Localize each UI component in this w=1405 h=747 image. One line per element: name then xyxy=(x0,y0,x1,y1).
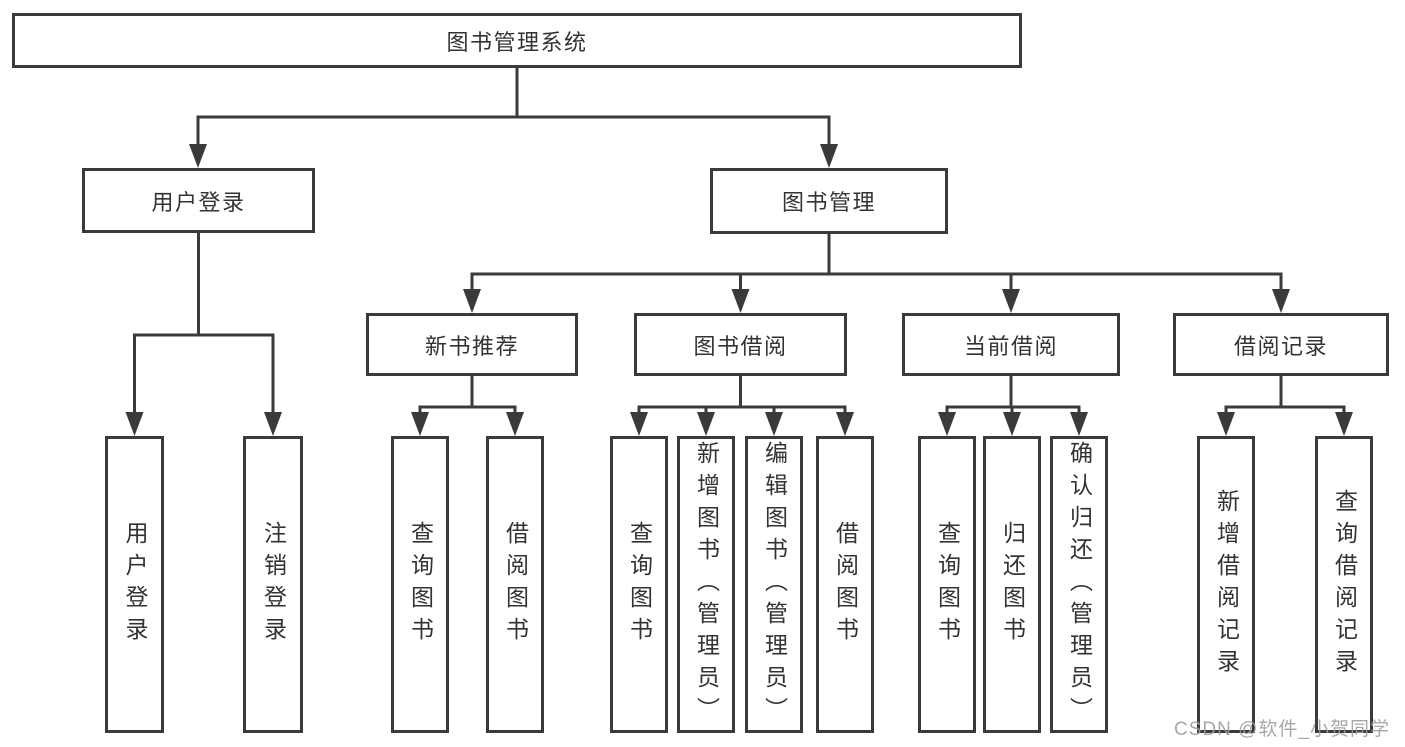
leaf-query-borrow-record: 查询借阅记录 xyxy=(1315,436,1373,733)
leaf-user-login: 用户登录 xyxy=(105,436,164,733)
leaf-add-borrow-record-label: 新增借阅记录 xyxy=(1213,488,1240,681)
leaf-borrow-books-label: 借阅图书 xyxy=(832,520,859,649)
leaf-add-books-admin: 新增图书（管理员） xyxy=(677,436,735,733)
leaf-edit-books-admin: 编辑图书（管理员） xyxy=(745,436,803,733)
csdn-watermark: CSDN @软件_小贺同学 xyxy=(1174,719,1390,740)
leaf-query-books-current-label: 查询图书 xyxy=(934,520,961,649)
node-new-book-recommend: 新书推荐 xyxy=(366,313,578,376)
node-book-management-label: 图书管理 xyxy=(781,190,876,215)
leaf-confirm-return-admin-label: 确认归还（管理员） xyxy=(1066,440,1093,729)
leaf-query-books-current: 查询图书 xyxy=(918,436,976,733)
leaf-query-books-recommend: 查询图书 xyxy=(391,436,449,733)
leaf-user-login-label: 用户登录 xyxy=(122,520,148,649)
node-book-borrow: 图书借阅 xyxy=(634,313,847,376)
node-book-borrow-label: 图书借阅 xyxy=(693,333,788,359)
leaf-return-books-label: 归还图书 xyxy=(999,520,1026,649)
leaf-borrow-books-recommend: 借阅图书 xyxy=(486,436,544,733)
leaf-query-borrow-record-label: 查询借阅记录 xyxy=(1331,488,1358,681)
leaf-add-books-admin-label: 新增图书（管理员） xyxy=(693,440,720,729)
node-book-management: 图书管理 xyxy=(710,168,948,234)
node-new-book-recommend-label: 新书推荐 xyxy=(424,333,519,359)
leaf-query-books-borrow-label: 查询图书 xyxy=(626,520,653,649)
node-borrow-records: 借阅记录 xyxy=(1173,313,1389,376)
leaf-confirm-return-admin: 确认归还（管理员） xyxy=(1050,436,1108,733)
leaf-logout-login-label: 注销登录 xyxy=(260,520,287,649)
leaf-edit-books-admin-label: 编辑图书（管理员） xyxy=(761,440,788,729)
node-user-login: 用户登录 xyxy=(82,168,315,233)
node-borrow-records-label: 借阅记录 xyxy=(1233,333,1328,359)
node-user-login-label: 用户登录 xyxy=(151,189,246,215)
node-root-label: 图书管理系统 xyxy=(446,29,588,55)
arrowheads xyxy=(125,144,1353,436)
node-current-borrow: 当前借阅 xyxy=(902,313,1120,376)
leaf-add-borrow-record: 新增借阅记录 xyxy=(1197,436,1255,733)
leaf-query-books-borrow: 查询图书 xyxy=(610,436,668,733)
leaf-borrow-books-recommend-label: 借阅图书 xyxy=(502,520,529,649)
leaf-logout-login: 注销登录 xyxy=(243,436,303,733)
node-current-borrow-label: 当前借阅 xyxy=(963,333,1058,359)
leaf-borrow-books: 借阅图书 xyxy=(816,436,874,733)
leaf-query-books-recommend-label: 查询图书 xyxy=(407,520,434,649)
node-root-system: 图书管理系统 xyxy=(12,13,1022,68)
leaf-return-books: 归还图书 xyxy=(983,436,1041,733)
